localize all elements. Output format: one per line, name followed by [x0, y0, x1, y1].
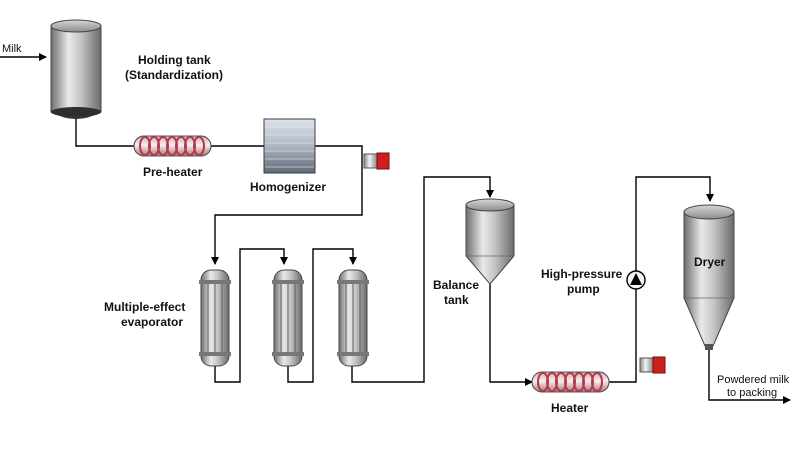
milk-inlet-label: Milk: [2, 43, 22, 55]
balance-tank-icon: [465, 198, 515, 285]
output-sublabel: to packing: [727, 387, 777, 399]
evaporator-label: Multiple-effect: [104, 300, 185, 314]
pipe-dryer-outlet: [708, 350, 791, 404]
evaporator-sublabel: evaporator: [121, 315, 183, 329]
pipe-balance-tank-to-heater: [489, 284, 533, 386]
pre-heater-icon: [133, 135, 212, 157]
valve-connector-icon: [639, 356, 666, 374]
pipe-heater-to-dryer: [609, 176, 714, 383]
homogenizer-icon: [263, 118, 316, 174]
balance-tank-sublabel: tank: [444, 293, 469, 307]
dryer-label: Dryer: [694, 255, 726, 269]
holding-tank-label: Holding tank: [138, 53, 211, 67]
evaporator-effect-3-icon: [337, 269, 369, 367]
holding-tank-sublabel: (Standardization): [125, 68, 223, 82]
high-pressure-pump-icon: [626, 270, 646, 290]
evaporator-effect-1-icon: [199, 269, 231, 367]
balance-tank-label: Balance: [433, 278, 479, 292]
valve-connector-icon: [363, 152, 390, 170]
heater-label: Heater: [551, 401, 589, 415]
pipe-tank-to-preheater: [75, 118, 134, 147]
pipe-evaporator-to-balance-tank: [351, 176, 494, 383]
holding-tank-icon: [50, 19, 102, 119]
output-label: Powdered milk: [717, 374, 790, 386]
pipes: [0, 53, 791, 404]
evaporator-effect-2-icon: [272, 269, 304, 367]
dryer-icon: [683, 204, 735, 350]
heater-icon: [531, 371, 610, 393]
pump-label: High-pressure: [541, 267, 623, 281]
labels: Milk Holding tank (Standardization) Pre-…: [2, 43, 790, 415]
pipe-effect1-to-effect2: [214, 248, 288, 383]
pipe-homogenizer-to-evaporator: [211, 145, 363, 265]
pipe-effect2-to-effect3: [287, 248, 357, 383]
homogenizer-label: Homogenizer: [250, 180, 326, 194]
pump-sublabel: pump: [567, 282, 600, 296]
pre-heater-label: Pre-heater: [143, 165, 203, 179]
